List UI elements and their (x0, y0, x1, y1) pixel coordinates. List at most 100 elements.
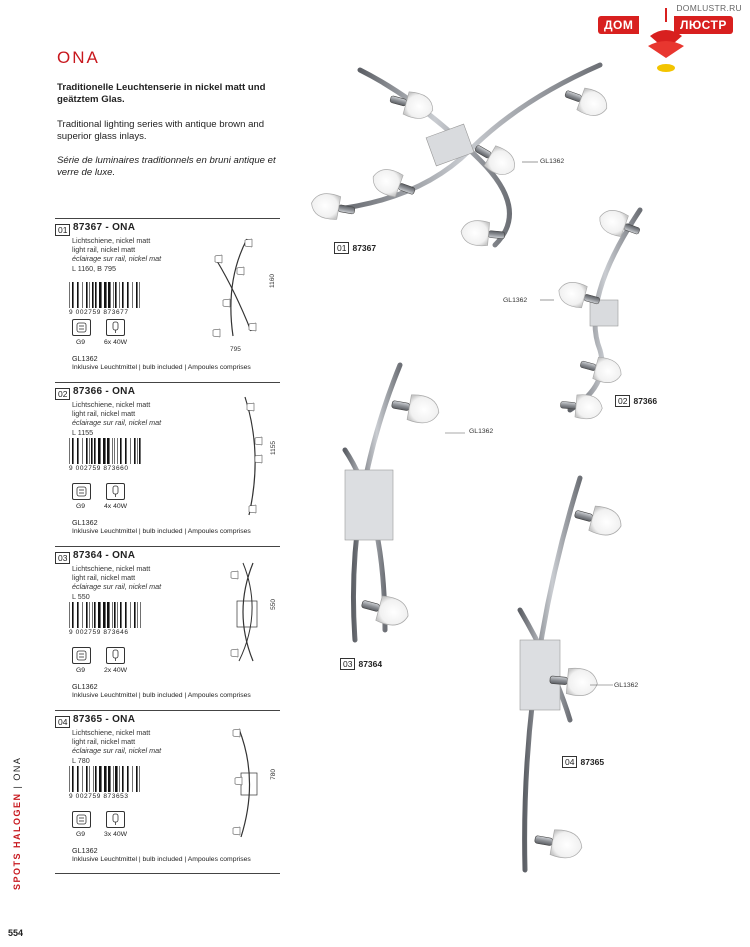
product-sketch-87366 (244, 396, 263, 516)
callout-glass-87367: GL1362 (540, 158, 565, 165)
product-block-87364: 03 87364 - ONA Lichtschiene, nickel matt… (55, 546, 280, 707)
intro-english: Traditional lighting series with antique… (57, 119, 265, 142)
photo-code: 87367 (352, 243, 377, 253)
desc-french: éclairage sur rail, nickel mat (72, 581, 162, 591)
barcode-number: 9 002759 873653 (69, 793, 129, 800)
intro-german: Traditionelle Leuchtenserie in nickel ma… (57, 82, 266, 105)
desc-english: light rail, nickel matt (72, 244, 136, 254)
product-photo-87366 (540, 205, 644, 420)
product-photo-87367 (308, 62, 610, 249)
bulb-label: 2x 40W (104, 667, 128, 674)
callout-glass-87365: GL1362 (614, 682, 639, 689)
product-dimensions: L 550 (72, 592, 90, 602)
glass-code: GL1362 (72, 518, 98, 527)
bulb-label: 4x 40W (104, 503, 128, 510)
side-separator: | (12, 784, 22, 789)
socket-label: G9 (76, 339, 86, 346)
product-dimensions: L 1160, B 795 (72, 264, 116, 274)
side-category-label: SPOTS HALOGEN | ONA (8, 745, 28, 890)
page-number: 554 (8, 928, 24, 938)
glass-code: GL1362 (72, 682, 98, 691)
barcode (69, 602, 141, 628)
dimension-vertical: 780 (270, 769, 277, 780)
socket-icon (72, 811, 91, 828)
bulb-label: 6x 40W (104, 339, 128, 346)
desc-english: light rail, nickel matt (72, 736, 136, 746)
socket-icon (72, 483, 91, 500)
photo-index: 03 (340, 658, 356, 670)
bulb-note: Inklusive Leuchtmittel | bulb included |… (72, 364, 251, 371)
dimension-vertical: 550 (270, 599, 277, 610)
socket-icon (72, 647, 91, 664)
barcode-number: 9 002759 873660 (69, 465, 129, 472)
product-sketch-87367 (212, 238, 257, 338)
product-block-87366: 02 87366 - ONA Lichtschiene, nickel matt… (55, 382, 280, 543)
logo-url: DOMLUSTR.RU (676, 3, 742, 13)
dimension-vertical: 1155 (270, 441, 277, 455)
dimension-horizontal: 795 (230, 346, 241, 353)
logo-word-1: ДОМ (598, 16, 640, 34)
block-bottom-rule (55, 873, 280, 874)
product-photo-87364 (342, 362, 465, 643)
barcode (69, 282, 140, 308)
desc-german: Lichtschiene, nickel matt (72, 400, 151, 409)
side-category: SPOTS HALOGEN (12, 792, 22, 890)
socket-label: G9 (76, 667, 86, 674)
logo-word-2: ЛЮСТР (674, 16, 733, 34)
barcode (69, 766, 140, 792)
product-photo-87365 (517, 475, 625, 873)
desc-german: Lichtschiene, nickel matt (72, 728, 151, 737)
photo-index: 02 (615, 395, 631, 407)
barcode-number: 9 002759 873646 (69, 629, 129, 636)
product-block-87367: 01 87367 - ONA Lichtschiene, nickel matt… (55, 218, 280, 379)
chandelier-icon (648, 8, 684, 72)
bulb-icon (106, 319, 125, 336)
glass-code: GL1362 (72, 846, 98, 855)
series-title: ONA (57, 48, 100, 67)
desc-german: Lichtschiene, nickel matt (72, 564, 151, 573)
side-series: ONA (12, 756, 22, 781)
socket-label: G9 (76, 503, 86, 510)
product-index: 01 (55, 224, 71, 236)
dimension-vertical: 1160 (269, 274, 276, 288)
product-description: Lichtschiene, nickel matt light rail, ni… (72, 236, 162, 274)
product-index: 02 (55, 388, 71, 400)
bulb-note: Inklusive Leuchtmittel | bulb included |… (72, 692, 251, 699)
product-description: Lichtschiene, nickel matt light rail, ni… (72, 728, 162, 766)
photo-index: 04 (562, 756, 578, 768)
desc-french: éclairage sur rail, nickel mat (72, 253, 162, 263)
intro-french: Série de luminaires traditionnels en bru… (57, 155, 276, 178)
bulb-note: Inklusive Leuchtmittel | bulb included |… (72, 528, 251, 535)
callout-glass-87366: GL1362 (503, 297, 528, 304)
desc-french: éclairage sur rail, nickel mat (72, 417, 162, 427)
socket-label: G9 (76, 831, 86, 838)
product-block-87365: 04 87365 - ONA Lichtschiene, nickel matt… (55, 710, 280, 871)
glass-code: GL1362 (72, 354, 98, 363)
product-sketch-87364 (230, 562, 258, 662)
photo-code: 87364 (358, 659, 383, 669)
product-description: Lichtschiene, nickel matt light rail, ni… (72, 400, 162, 438)
product-dimensions: L 1155 (72, 428, 94, 438)
product-description: Lichtschiene, nickel matt light rail, ni… (72, 564, 162, 602)
photo-index: 01 (334, 242, 350, 254)
bulb-icon (106, 647, 125, 664)
socket-icon (72, 319, 91, 336)
desc-french: éclairage sur rail, nickel mat (72, 745, 162, 755)
product-heading: 87367 - ONA (73, 222, 136, 233)
bulb-icon (106, 811, 125, 828)
product-heading: 87365 - ONA (73, 714, 136, 725)
callout-glass-87364: GL1362 (469, 428, 494, 435)
desc-german: Lichtschiene, nickel matt (72, 236, 151, 245)
bulb-note: Inklusive Leuchtmittel | bulb included |… (72, 856, 251, 863)
product-heading: 87364 - ONA (73, 550, 136, 561)
barcode-number: 9 002759 873677 (69, 309, 129, 316)
bulb-icon (106, 483, 125, 500)
product-heading: 87366 - ONA (73, 386, 136, 397)
photo-code: 87366 (633, 396, 658, 406)
brand-logo[interactable]: DOMLUSTR.RU ДОМ ЛЮСТР (590, 0, 748, 75)
product-sketch-87365 (232, 728, 258, 838)
